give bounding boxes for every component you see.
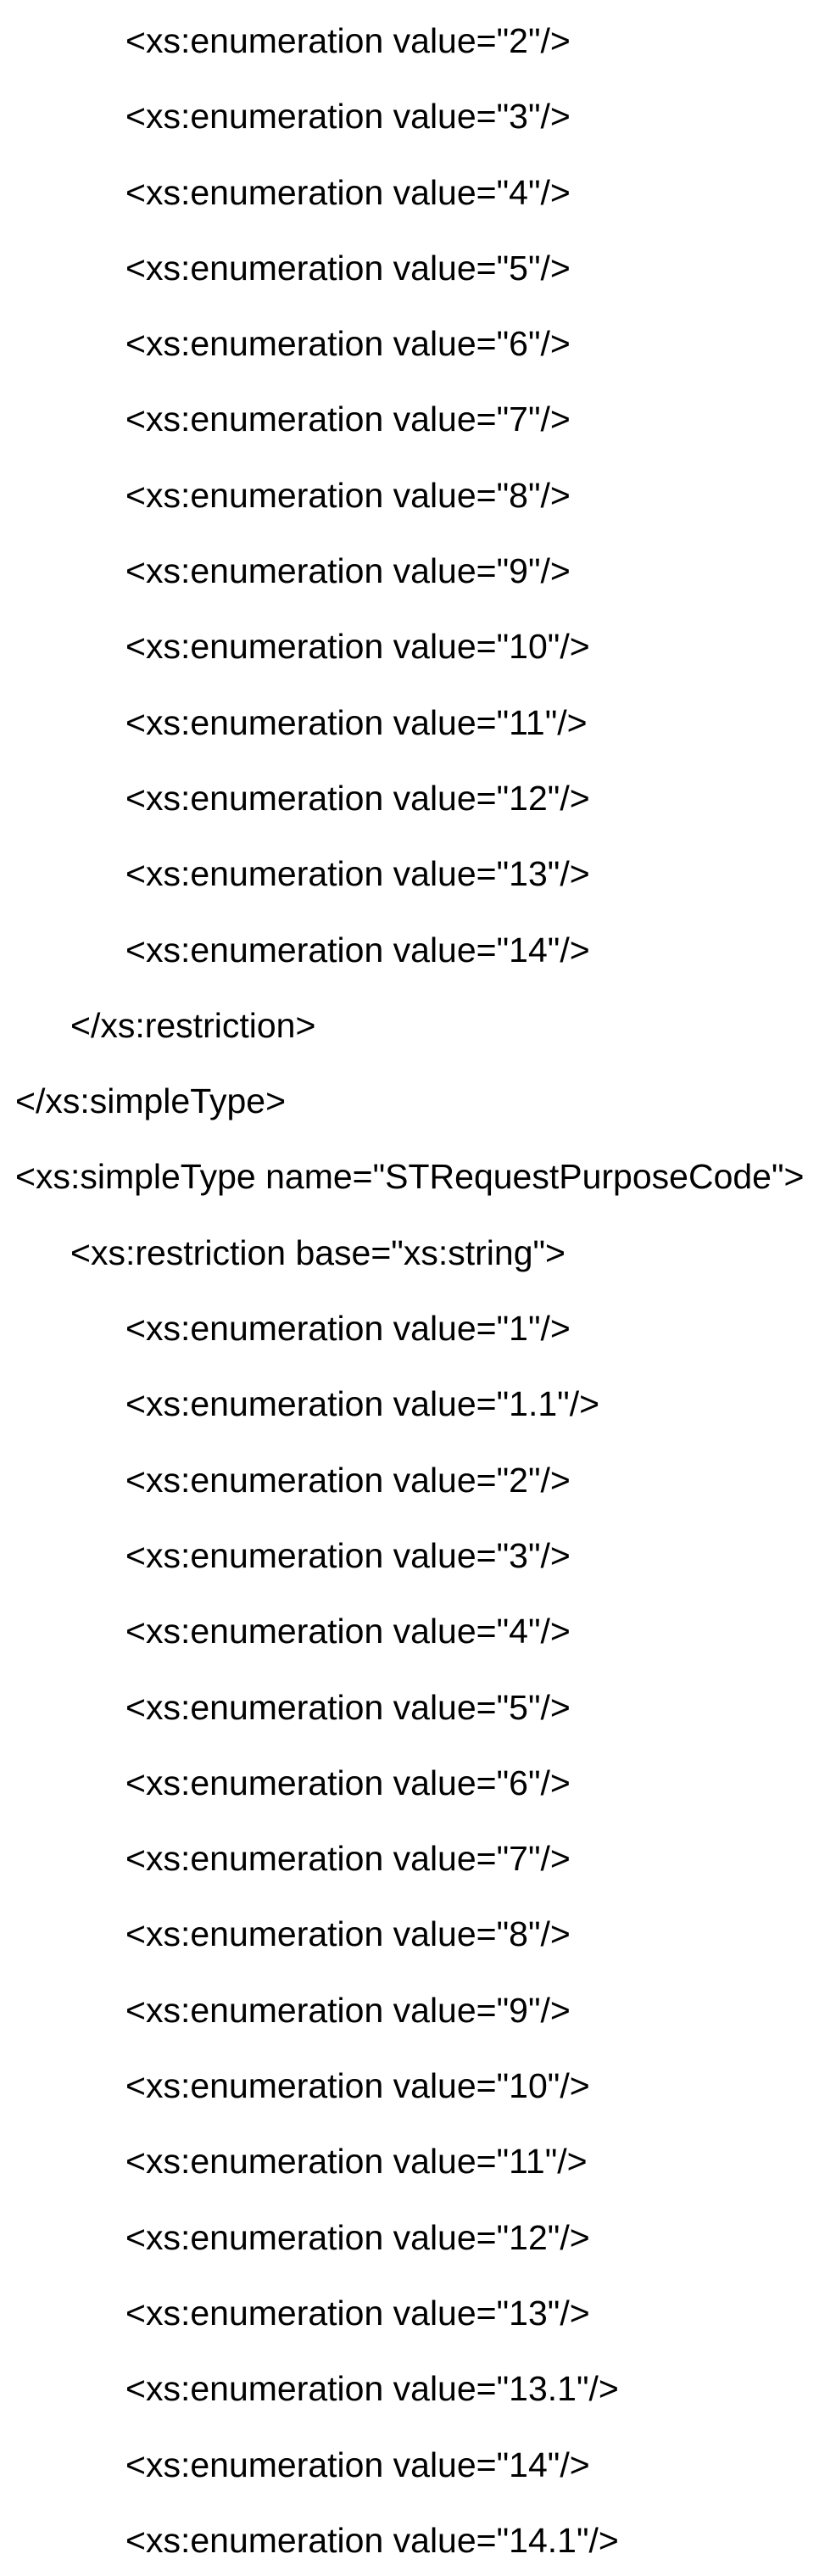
code-line: <xs:enumeration value="7"/> (125, 400, 571, 439)
code-line: <xs:enumeration value="8"/> (125, 475, 571, 515)
code-line: <xs:enumeration value="11"/> (125, 2142, 588, 2182)
code-line: <xs:restriction base="xs:string"> (70, 1232, 566, 1272)
code-line: <xs:enumeration value="2"/> (125, 21, 571, 60)
code-line: <xs:enumeration value="2"/> (125, 1460, 571, 1500)
code-line: <xs:enumeration value="14.1"/> (125, 2520, 619, 2560)
code-line: <xs:enumeration value="8"/> (125, 1914, 571, 1954)
code-line: <xs:enumeration value="10"/> (125, 627, 590, 667)
code-line: <xs:enumeration value="6"/> (125, 324, 571, 364)
code-line: <xs:enumeration value="13.1"/> (125, 2369, 619, 2409)
code-line: </xs:restriction> (70, 1005, 316, 1045)
code-line: <xs:enumeration value="12"/> (125, 2217, 590, 2257)
code-line: <xs:enumeration value="14"/> (125, 930, 590, 969)
code-line: <xs:enumeration value="1"/> (125, 1309, 571, 1349)
code-line: <xs:enumeration value="12"/> (125, 778, 590, 818)
code-line: <xs:enumeration value="5"/> (125, 1687, 571, 1727)
code-line: </xs:simpleType> (15, 1081, 287, 1121)
code-line: <xs:enumeration value="7"/> (125, 1839, 571, 1879)
code-line: <xs:simpleType name="STRequestPurposeCod… (15, 1157, 805, 1197)
code-line: <xs:enumeration value="9"/> (125, 551, 571, 591)
code-line: <xs:enumeration value="10"/> (125, 2066, 590, 2106)
code-line: <xs:enumeration value="3"/> (125, 97, 571, 137)
code-line: <xs:enumeration value="1.1"/> (125, 1384, 600, 1424)
code-line: <xs:enumeration value="9"/> (125, 1990, 571, 2030)
code-line: <xs:enumeration value="14"/> (125, 2445, 590, 2484)
code-line: <xs:enumeration value="13"/> (125, 854, 590, 894)
code-line: <xs:enumeration value="4"/> (125, 172, 571, 212)
code-line: <xs:enumeration value="13"/> (125, 2293, 590, 2333)
code-line: <xs:enumeration value="3"/> (125, 1535, 571, 1575)
code-line: <xs:enumeration value="4"/> (125, 1612, 571, 1651)
code-line: <xs:enumeration value="5"/> (125, 248, 571, 288)
code-line: <xs:enumeration value="6"/> (125, 1763, 571, 1802)
code-line: <xs:enumeration value="11"/> (125, 702, 588, 742)
